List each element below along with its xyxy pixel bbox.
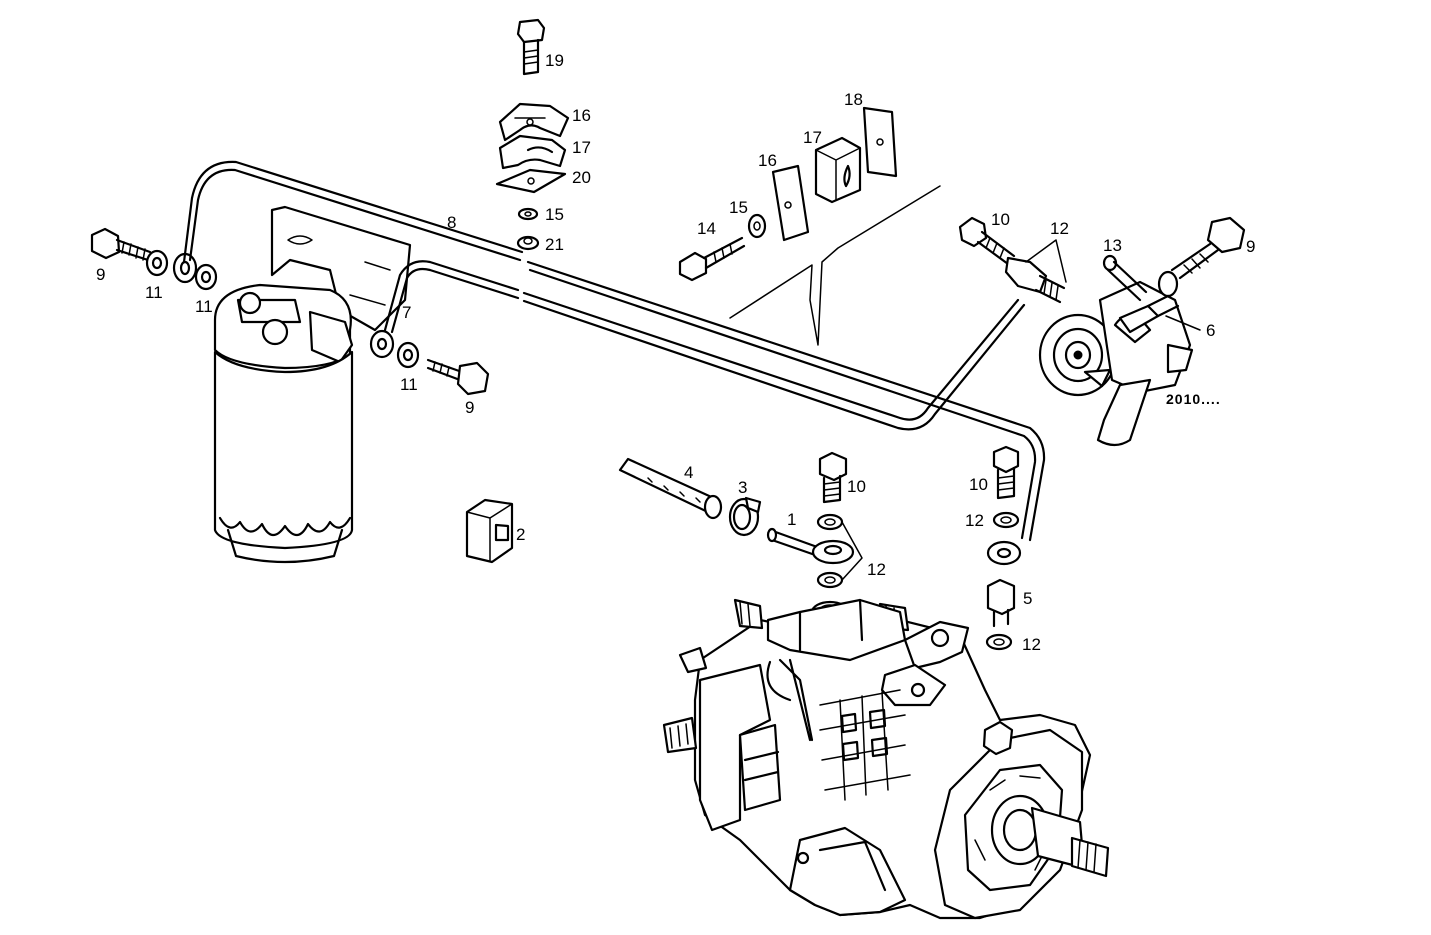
hose-nipple-1	[766, 527, 855, 565]
clamp-half-17	[498, 134, 567, 170]
callout-11-b: 11	[195, 297, 213, 316]
bolt-10-centre	[818, 451, 848, 504]
clamp-plate-16	[771, 164, 810, 242]
feed-pump	[1038, 280, 1194, 447]
nut-21	[516, 235, 540, 251]
union-6	[1118, 294, 1180, 334]
callout-7: 7	[402, 303, 411, 322]
callout-9-left: 9	[96, 265, 105, 284]
callout-12-right-a: 12	[965, 511, 984, 530]
washer-15-clamp	[517, 207, 539, 221]
callout-16-bracket: 16	[758, 151, 777, 170]
callout-18: 18	[844, 90, 863, 109]
callout-10-right-top: 10	[991, 210, 1010, 229]
adapter-5	[986, 578, 1016, 628]
callout-10-right-low: 10	[969, 475, 988, 494]
fuel-filter	[213, 205, 412, 564]
callout-21: 21	[545, 235, 564, 254]
callout-12-right-top: 12	[1050, 219, 1069, 238]
plate-18	[862, 106, 898, 178]
hose-4	[618, 457, 723, 520]
hollow-bolt-9-right	[1157, 216, 1246, 298]
callout-17-clamp: 17	[572, 138, 591, 157]
callout-14: 14	[697, 219, 716, 238]
callout-6: 6	[1206, 321, 1215, 340]
plate-20	[495, 168, 567, 194]
bolt-14	[678, 236, 746, 282]
callout-9-mid: 9	[465, 398, 474, 417]
callout-13: 13	[1103, 236, 1122, 255]
callout-16-clamp: 16	[572, 106, 591, 125]
callout-10-centre: 10	[847, 477, 866, 496]
bolt-13	[1102, 254, 1148, 302]
callout-20: 20	[572, 168, 591, 187]
washer-12-right-a	[992, 511, 1020, 529]
hollow-bolt-9-left	[90, 227, 152, 262]
banjo-fitting-right-low	[986, 540, 1022, 566]
callout-15-bracket: 15	[729, 198, 748, 217]
washer-11-c	[396, 341, 420, 369]
bolt-10-right-low	[992, 445, 1020, 500]
leader-12-right-top	[1025, 239, 1067, 283]
callout-9-right: 9	[1246, 237, 1255, 256]
callout-1: 1	[787, 510, 796, 529]
callout-2: 2	[516, 525, 525, 544]
clamp-block-17	[814, 136, 862, 204]
callout-11-a: 11	[145, 283, 163, 302]
fuel-pipe-7	[383, 260, 1026, 431]
bolt-10-right-top	[958, 216, 1016, 266]
washer-12-centre-b	[816, 571, 844, 589]
banjo-fitting-7	[369, 329, 395, 359]
rubber-block-2	[465, 498, 514, 564]
callout-4: 4	[684, 463, 693, 482]
callout-3: 3	[738, 478, 747, 497]
callout-19: 19	[545, 51, 564, 70]
hose-clamp-3	[728, 496, 762, 537]
washer-12-centre-a	[816, 513, 844, 531]
callout-12-centre: 12	[867, 560, 886, 579]
callout-15-clamp: 15	[545, 205, 564, 224]
washer-15	[747, 213, 767, 239]
banjo-fitting-right	[1004, 256, 1066, 304]
washer-11-a	[145, 249, 169, 277]
washer-11-b	[194, 263, 218, 291]
callout-8: 8	[447, 213, 456, 232]
callout-5: 5	[1023, 589, 1032, 608]
hollow-bolt-9-mid	[426, 358, 490, 396]
callout-17-bracket: 17	[803, 128, 822, 147]
leader-6	[1165, 315, 1201, 331]
fuel-pipe-8	[182, 160, 1046, 542]
callout-11-c: 11	[400, 375, 418, 394]
bolt-19	[516, 18, 546, 76]
bracket-leader-lines	[729, 185, 941, 346]
washer-12-right-b	[985, 633, 1013, 651]
serial-range-note: 2010....	[1166, 391, 1221, 407]
clamp-half-16-top	[498, 102, 570, 142]
callout-12-right-b: 12	[1022, 635, 1041, 654]
callout-labels: 1 2 3 4 5 6 7 8 9 9 9 10 10 10 11 11 11 …	[96, 51, 1255, 654]
injection-pump	[662, 598, 1110, 920]
washer-leader-12	[841, 521, 863, 581]
